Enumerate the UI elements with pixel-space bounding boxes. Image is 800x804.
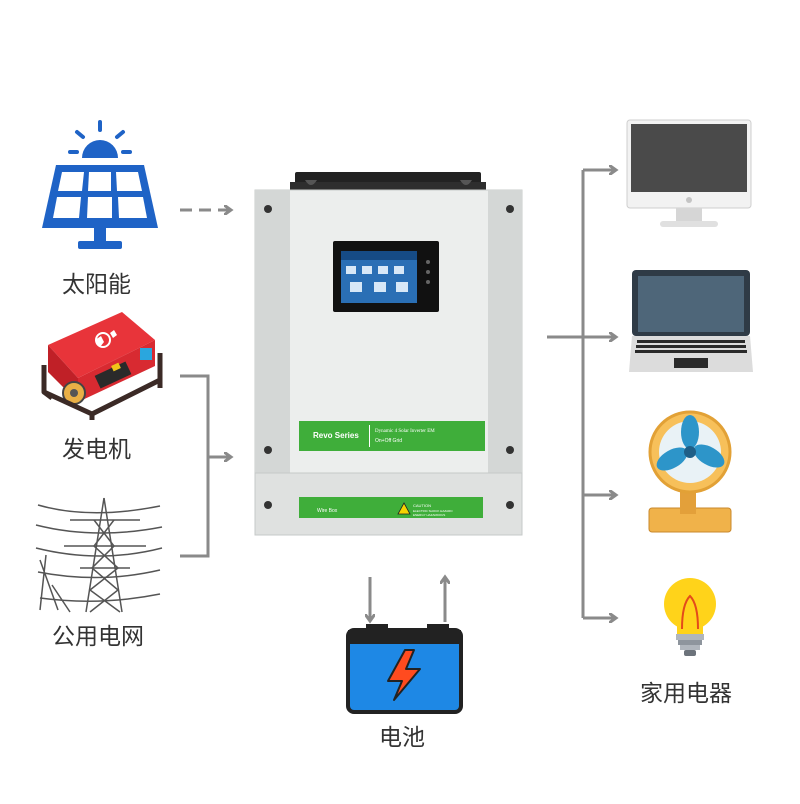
generator-label: 发电机: [62, 430, 131, 464]
inverter-subtitle-2: On+Off Grid: [375, 438, 402, 444]
load-output-arrows: [547, 170, 615, 618]
battery-label: 电池: [379, 718, 425, 752]
caution-title: CAUTION: [413, 503, 431, 508]
solar-label: 太阳能: [62, 265, 131, 299]
inverter-unit: Revo Series Dynamic 4 Solar Inverter EM …: [255, 172, 522, 535]
power-tower-icon: [36, 498, 162, 612]
caution-line-2: ENERGY HAZARDOUS: [413, 513, 445, 517]
series-label: Revo Series: [313, 431, 359, 440]
generator-icon: [44, 312, 160, 420]
generator-grid-input-arrow: [180, 376, 230, 556]
laptop-icon: [629, 270, 753, 372]
fan-icon: [649, 412, 731, 532]
battery-icon: [348, 624, 461, 712]
inverter-subtitle-1: Dynamic 4 Solar Inverter EM: [375, 429, 435, 434]
grid-label: 公用电网: [52, 617, 144, 651]
monitor-icon: [627, 120, 751, 227]
loads-label: 家用电器: [640, 674, 732, 708]
wire-box-label: Wire Box: [317, 508, 338, 514]
solar-panel-icon: [42, 122, 158, 249]
inverter-display: [333, 241, 439, 312]
light-bulb-icon: [664, 578, 716, 656]
